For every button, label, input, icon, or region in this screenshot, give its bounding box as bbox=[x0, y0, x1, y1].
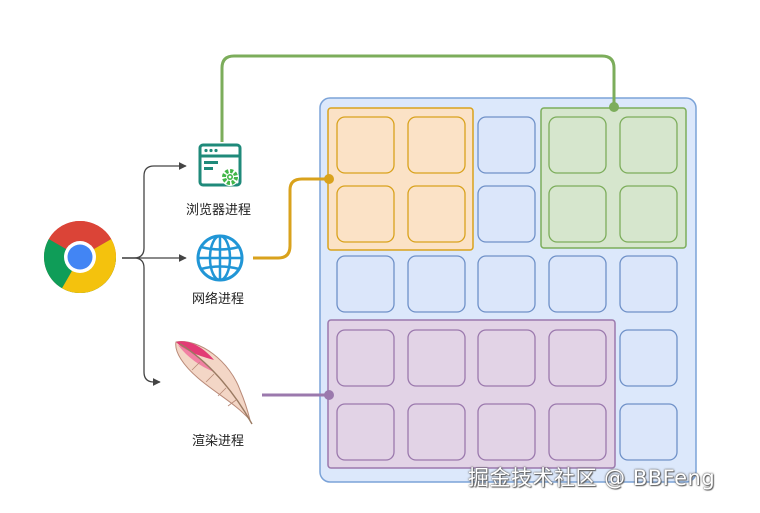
arrow-to-render-process bbox=[122, 257, 161, 386]
memory-tile bbox=[407, 255, 466, 313]
watermark: 掘金技术社区 @ BBFeng bbox=[468, 466, 716, 490]
memory-tile bbox=[619, 116, 678, 174]
memory-tile bbox=[336, 329, 395, 387]
network-process-connector bbox=[253, 177, 328, 260]
arrow-to-browser-process bbox=[122, 162, 187, 259]
globe-icon bbox=[196, 234, 244, 282]
memory-tile bbox=[477, 116, 536, 174]
browser-connector-dot bbox=[609, 102, 619, 112]
memory-tile bbox=[477, 329, 536, 387]
memory-tile bbox=[336, 403, 395, 461]
render-process-label: 渲染进程 bbox=[192, 434, 245, 449]
memory-tile bbox=[477, 185, 536, 243]
memory-tile bbox=[407, 185, 466, 243]
browser-window-gear-icon bbox=[198, 143, 242, 187]
memory-tile bbox=[619, 403, 678, 461]
browser-process-connector bbox=[220, 54, 616, 142]
memory-tile bbox=[407, 329, 466, 387]
memory-tile bbox=[336, 185, 395, 243]
chrome-logo-icon bbox=[43, 220, 117, 294]
memory-tile bbox=[619, 329, 678, 387]
memory-tile bbox=[619, 185, 678, 243]
memory-tile bbox=[336, 116, 395, 174]
memory-tile bbox=[548, 116, 607, 174]
browser-process-label: 浏览器进程 bbox=[186, 203, 252, 218]
memory-tile bbox=[548, 329, 607, 387]
memory-tile bbox=[407, 403, 466, 461]
memory-tile bbox=[477, 255, 536, 313]
memory-tile bbox=[548, 185, 607, 243]
memory-tile bbox=[619, 255, 678, 313]
network-connector-dot bbox=[324, 174, 334, 184]
memory-tile bbox=[548, 255, 607, 313]
memory-tile bbox=[548, 403, 607, 461]
memory-tile bbox=[336, 255, 395, 313]
render-connector-dot bbox=[324, 390, 334, 400]
feather-icon bbox=[175, 341, 253, 425]
memory-tiles bbox=[336, 116, 678, 461]
memory-tile bbox=[477, 403, 536, 461]
network-process-label: 网络进程 bbox=[192, 292, 245, 307]
memory-tile bbox=[407, 116, 466, 174]
